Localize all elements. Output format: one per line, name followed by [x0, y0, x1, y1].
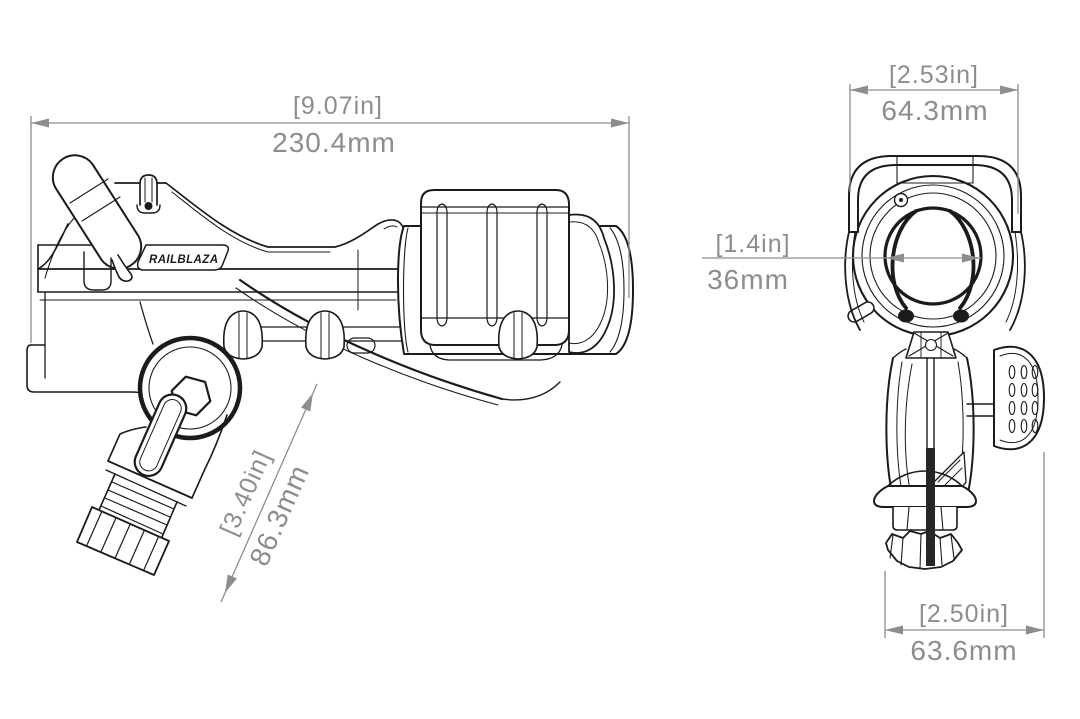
overall-length-mm-label: 230.4mm — [272, 127, 396, 158]
ring-bolt-right-icon — [953, 309, 969, 323]
arrow-right-icon — [1000, 85, 1018, 95]
ring-bolt-left-icon — [898, 309, 914, 323]
cup-ribs — [436, 203, 548, 327]
arrow-left-icon — [886, 253, 904, 263]
dim-overall-length — [30, 116, 630, 343]
side-view-drawing: RAILBLAZA — [26, 154, 634, 576]
adjustment-lever — [51, 154, 143, 291]
front-wings — [844, 225, 1026, 331]
inner-diameter-mm-label: 36mm — [707, 264, 789, 295]
brand-badge: RAILBLAZA — [136, 244, 230, 271]
arrow-right-icon — [962, 253, 980, 263]
inner-diameter-inches-label: [1.4in] — [715, 230, 790, 258]
dim-base-width — [884, 452, 1045, 638]
overall-length-inches-label: [9.07in] — [293, 92, 383, 120]
front-view-drawing — [844, 155, 1045, 570]
dim-stem-length — [220, 383, 318, 603]
front-handle — [848, 155, 1022, 233]
stem-knob — [76, 506, 170, 576]
base-width-mm-label: 63.6mm — [910, 635, 1017, 666]
stem-slot — [133, 393, 188, 477]
side-knob — [966, 345, 1045, 451]
knuckle-bumps — [222, 310, 539, 360]
overall-width-inches-label: [2.53in] — [889, 61, 979, 89]
front-neck — [905, 331, 957, 359]
dim-inner-diameter — [702, 253, 981, 263]
overall-width-mm-label: 64.3mm — [881, 95, 988, 126]
arrow-up-icon — [301, 393, 313, 412]
dimension-annotations — [30, 84, 1045, 638]
stem-ribs — [100, 481, 175, 535]
dim-overall-width — [849, 84, 1019, 214]
dimension-line — [220, 383, 318, 603]
arrow-right-icon — [1026, 625, 1044, 635]
railblaza-logo: RAILBLAZA — [149, 254, 218, 266]
locating-pin — [136, 174, 161, 214]
dimension-labels: [9.07in] 230.4mm [3.40in] 86.3mm [2.53in… — [215, 61, 1017, 666]
arrow-down-icon — [225, 574, 237, 593]
arrow-right-icon — [611, 118, 629, 128]
cup-right-wing — [568, 213, 615, 354]
rod-cup — [420, 189, 570, 361]
arrow-left-icon — [31, 118, 49, 128]
center-bolt — [926, 448, 935, 566]
rod-opening — [883, 206, 983, 306]
stem-knob-splines — [86, 510, 160, 572]
star-knob — [885, 530, 963, 570]
base-width-inches-label: [2.50in] — [919, 600, 1009, 628]
rod-ring — [847, 174, 1015, 338]
mount-stem — [76, 460, 193, 576]
side-knob-grip-dots — [1008, 364, 1039, 434]
side-top-profile — [37, 182, 407, 311]
arrow-left-icon — [850, 85, 868, 95]
arrow-left-icon — [885, 625, 903, 635]
front-base — [873, 448, 977, 570]
